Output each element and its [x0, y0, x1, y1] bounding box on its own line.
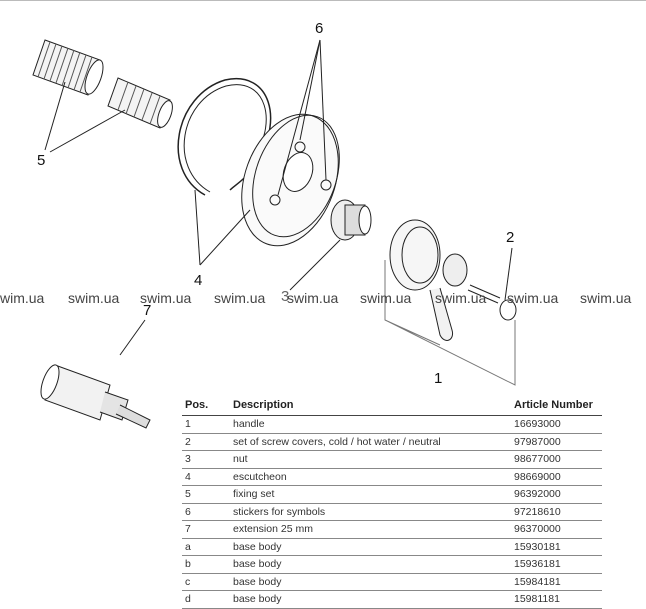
callout-1: 1: [434, 370, 443, 387]
callout-5: 5: [37, 152, 46, 169]
nut-drawing: [330, 199, 372, 241]
callout-3: 3: [281, 288, 290, 305]
cell-pos: 1: [182, 415, 230, 434]
escutcheon-drawing: [241, 113, 340, 247]
watermark: swim.ua: [214, 290, 266, 306]
cell-description: nut: [230, 450, 511, 469]
header-pos: Pos.: [182, 396, 230, 416]
cell-description: handle: [230, 415, 511, 434]
top-border: [0, 0, 646, 1]
callout-2: 2: [506, 229, 515, 246]
cell-description: base body: [230, 538, 511, 556]
cell-article: 97987000: [511, 433, 602, 451]
cell-pos: 2: [182, 433, 230, 451]
cell-pos: 5: [182, 485, 230, 504]
cell-description: base body: [230, 555, 511, 574]
table-header-row: Pos. Description Article Number: [182, 396, 602, 416]
header-description: Description: [230, 396, 511, 416]
cell-pos: 6: [182, 503, 230, 521]
cell-article: 98669000: [511, 468, 602, 486]
cell-pos: 7: [182, 520, 230, 539]
watermark: swim.ua: [287, 290, 339, 306]
cell-article: 96392000: [511, 485, 602, 504]
cell-description: stickers for symbols: [230, 503, 511, 521]
watermark: swim.ua: [580, 290, 632, 306]
watermark: swim.ua: [68, 290, 120, 306]
callout-6: 6: [315, 20, 324, 37]
cell-description: set of screw covers, cold / hot water / …: [230, 433, 511, 451]
watermark: wim.ua: [0, 290, 45, 306]
watermark: swim.ua: [360, 290, 412, 306]
callout-7: 7: [143, 302, 152, 319]
cell-article: 15930181: [511, 538, 602, 556]
cell-pos: a: [182, 538, 230, 556]
watermark: swim.ua: [140, 290, 192, 306]
watermark: swim.ua: [507, 290, 559, 306]
cell-pos: b: [182, 555, 230, 574]
cell-article: 96370000: [511, 520, 602, 539]
fixing-set-drawing: [32, 39, 173, 153]
cell-description: base body: [230, 590, 511, 609]
callout-4: 4: [194, 272, 203, 289]
cell-pos: 4: [182, 468, 230, 486]
cell-article: 97218610: [511, 503, 602, 521]
cell-article: 15936181: [511, 555, 602, 574]
cell-article: 16693000: [511, 415, 602, 434]
handle-drawing: [389, 219, 517, 341]
extension-drawing: [40, 364, 151, 429]
cell-article: 15984181: [511, 573, 602, 591]
cell-description: escutcheon: [230, 468, 511, 486]
cell-description: fixing set: [230, 485, 511, 504]
cell-pos: c: [182, 573, 230, 591]
cell-pos: 3: [182, 450, 230, 469]
cell-description: base body: [230, 573, 511, 591]
watermark: swim.ua: [435, 290, 487, 306]
cell-article: 15981181: [511, 590, 602, 609]
cell-article: 98677000: [511, 450, 602, 469]
cell-description: extension 25 mm: [230, 520, 511, 539]
header-article-number: Article Number: [511, 396, 602, 416]
cell-pos: d: [182, 590, 230, 609]
